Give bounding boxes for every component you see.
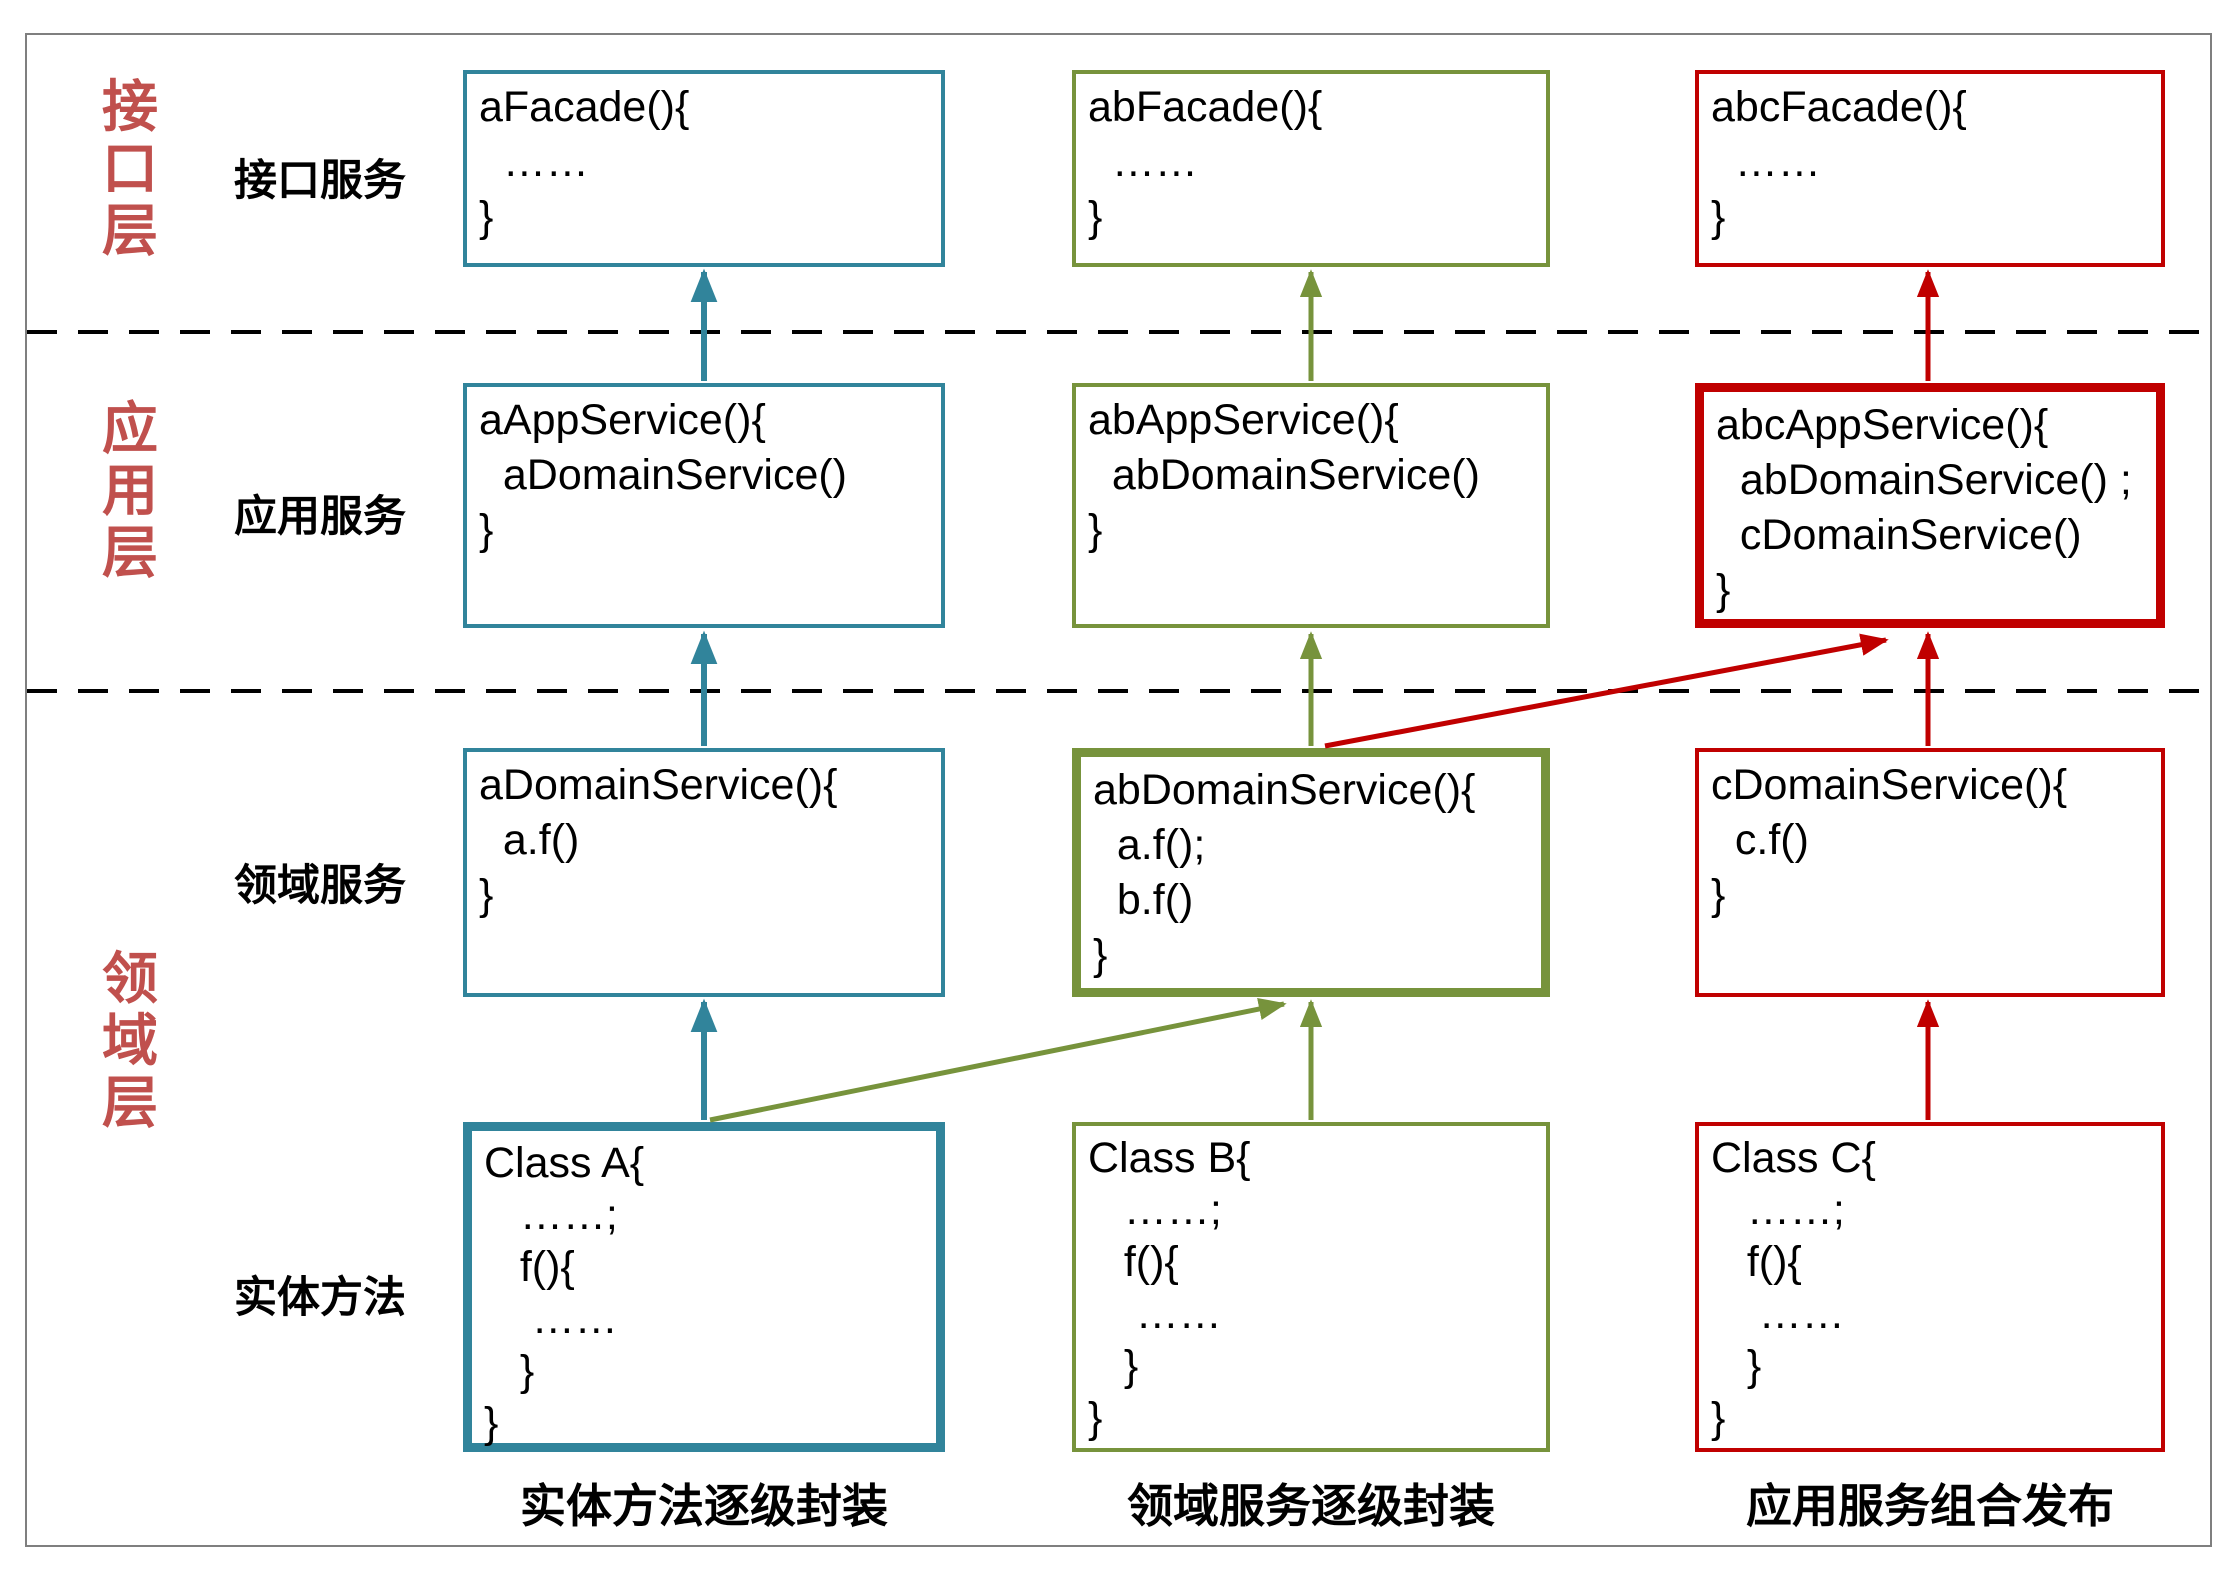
code-a-domain-service: aDomainService(){ a.f() } [479, 761, 838, 919]
row-label-domain-service: 领域服务 [234, 862, 406, 910]
row-label-interface-service: 接口服务 [234, 157, 406, 205]
layer-label-domain: 领域层 [102, 947, 158, 1134]
code-class-b: Class B{ ……; f(){ …… } } [1088, 1134, 1251, 1442]
layer-label-interface: 接口层 [102, 75, 158, 262]
row-label-entity-method: 实体方法 [234, 1274, 406, 1322]
code-abc-app-service: abcAppService(){ abDomainService() ; cDo… [1716, 401, 2132, 614]
code-class-a: Class A{ ……; f(){ …… } } [484, 1139, 645, 1447]
outer-frame [25, 33, 2212, 1547]
box-a-facade: aFacade(){ …… } [463, 70, 945, 267]
code-ab-facade: abFacade(){ …… } [1088, 83, 1323, 241]
box-abc-app-service: abcAppService(){ abDomainService() ; cDo… [1695, 383, 2165, 628]
box-a-app-service: aAppService(){ aDomainService() } [463, 383, 945, 628]
code-ab-app-service: abAppService(){ abDomainService() } [1088, 396, 1480, 554]
code-a-facade: aFacade(){ …… } [479, 83, 690, 241]
box-class-a: Class A{ ……; f(){ …… } } [463, 1122, 945, 1452]
code-c-domain-service: cDomainService(){ c.f() } [1711, 761, 2068, 919]
code-abc-facade: abcFacade(){ …… } [1711, 83, 1967, 241]
box-abc-facade: abcFacade(){ …… } [1695, 70, 2165, 267]
box-c-domain-service: cDomainService(){ c.f() } [1695, 748, 2165, 997]
box-class-c: Class C{ ……; f(){ …… } } [1695, 1122, 2165, 1452]
box-a-domain-service: aDomainService(){ a.f() } [463, 748, 945, 997]
row-label-app-service: 应用服务 [234, 493, 406, 541]
caption-entity-method-wrapping: 实体方法逐级封装 [520, 1480, 888, 1532]
box-class-b: Class B{ ……; f(){ …… } } [1072, 1122, 1550, 1452]
box-ab-facade: abFacade(){ …… } [1072, 70, 1550, 267]
code-ab-domain-service: abDomainService(){ a.f(); b.f() } [1093, 766, 1476, 979]
caption-app-service-composition: 应用服务组合发布 [1746, 1480, 2114, 1532]
code-class-c: Class C{ ……; f(){ …… } } [1711, 1134, 1876, 1442]
layer-label-application: 应用层 [102, 397, 158, 584]
box-ab-app-service: abAppService(){ abDomainService() } [1072, 383, 1550, 628]
box-ab-domain-service: abDomainService(){ a.f(); b.f() } [1072, 748, 1550, 997]
code-a-app-service: aAppService(){ aDomainService() } [479, 396, 847, 554]
caption-domain-service-wrapping: 领域服务逐级封装 [1127, 1480, 1495, 1532]
